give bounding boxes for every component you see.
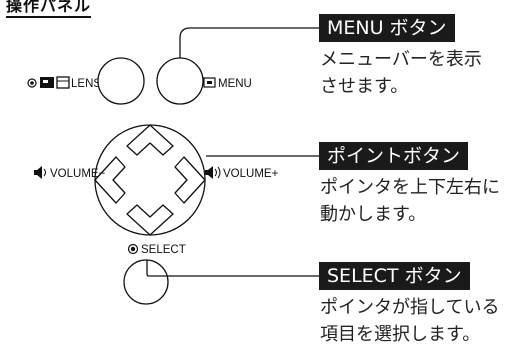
menu-callout-title: MENU ボタン xyxy=(319,14,455,42)
menu-icon xyxy=(203,77,216,88)
menu-callout-desc-2: させます。 xyxy=(320,76,409,97)
select-label: SELECT xyxy=(141,244,186,256)
input-dot-icon xyxy=(27,78,37,88)
select-callout-line xyxy=(146,260,320,277)
point-up-arrow[interactable] xyxy=(126,124,174,156)
point-callout-title: ポイントボタン xyxy=(319,142,469,170)
select-callout-desc-2: 項目を選択します。 xyxy=(320,324,481,345)
select-callout-desc-1: ポインタが指している xyxy=(320,297,500,318)
volume-plus-label: VOLUME+ xyxy=(223,168,279,180)
lens-label: LENS xyxy=(71,78,101,90)
point-callout-desc-1: ポインタを上下左右に xyxy=(320,177,500,198)
menu-callout-line xyxy=(179,27,320,58)
menu-callout-desc-1: メニューバーを表示 xyxy=(320,49,482,70)
volume-minus-label: VOLUME− xyxy=(50,168,106,180)
section-heading: 操作パネル xyxy=(6,0,92,18)
menu-label: MENU xyxy=(218,78,252,90)
point-button[interactable] xyxy=(94,124,206,236)
select-dot-icon xyxy=(127,243,139,255)
select-callout-title: SELECT ボタン xyxy=(319,262,470,290)
lens-button[interactable] xyxy=(97,57,145,105)
screen-icon xyxy=(56,76,70,89)
menu-button[interactable] xyxy=(156,57,204,105)
speaker-minus-icon xyxy=(34,166,46,179)
select-button[interactable] xyxy=(123,259,169,305)
point-callout-desc-2: 動かします。 xyxy=(320,204,427,225)
point-right-arrow[interactable] xyxy=(174,156,206,204)
point-down-arrow[interactable] xyxy=(126,204,174,236)
speaker-plus-icon xyxy=(205,166,221,179)
point-left-arrow[interactable] xyxy=(94,156,126,204)
auto-setup-icon xyxy=(40,77,54,88)
